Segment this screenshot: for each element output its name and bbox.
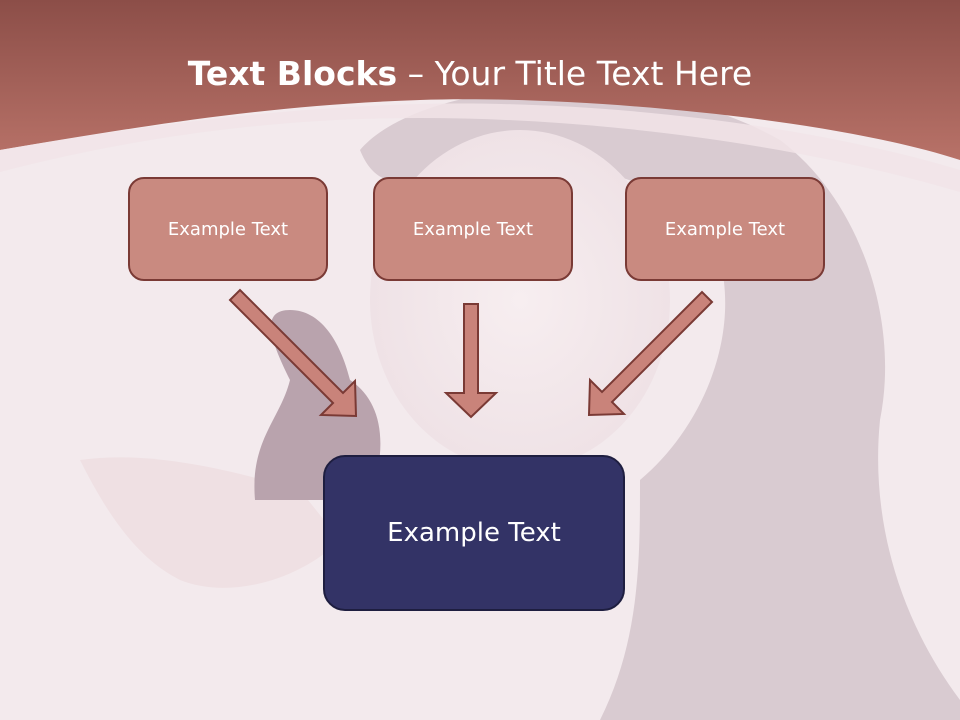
header-swoosh — [0, 103, 960, 192]
target-text-block-label: Example Text — [387, 518, 561, 548]
text-block-3[interactable]: Example Text — [625, 177, 825, 281]
title-rest-part: Your Title Text Here — [434, 54, 753, 93]
header-band — [0, 0, 960, 160]
title-dash: – — [397, 54, 435, 93]
text-block-1[interactable]: Example Text — [128, 177, 328, 281]
text-block-3-label: Example Text — [664, 218, 786, 240]
text-block-2-label: Example Text — [412, 218, 534, 240]
text-block-1-label: Example Text — [167, 218, 289, 240]
slide-title: Text Blocks – Your Title Text Here — [0, 52, 940, 96]
target-text-block[interactable]: Example Text — [323, 455, 625, 611]
text-block-2[interactable]: Example Text — [373, 177, 573, 281]
title-bold-part: Text Blocks — [187, 54, 398, 93]
